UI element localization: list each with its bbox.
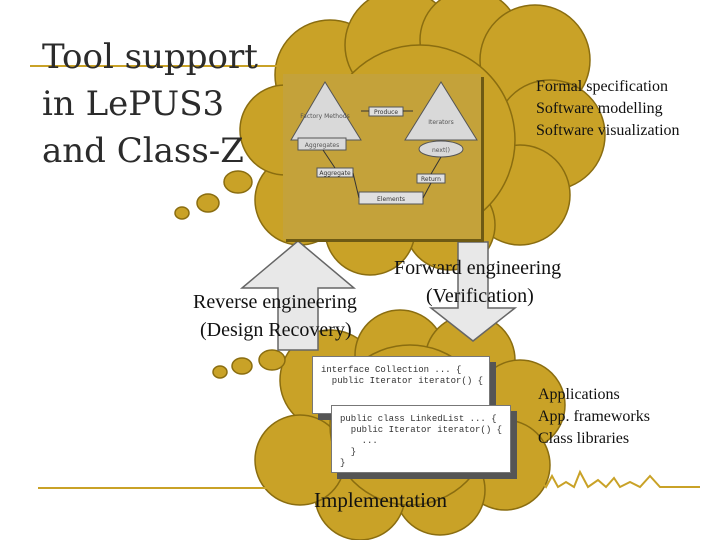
code-block-interface: interface Collection ... { public Iterat… <box>312 356 490 414</box>
svg-text:Iterators: Iterators <box>428 119 454 126</box>
svg-text:Aggregate: Aggregate <box>319 170 351 177</box>
skyline-decoration <box>529 469 700 489</box>
factory-triangle <box>290 81 362 141</box>
impl-item: App. frameworks <box>538 408 650 425</box>
bottom-rule <box>38 487 310 489</box>
thought-bubbles <box>174 170 253 220</box>
code-text: public class LinkedList ... { public Ite… <box>340 414 503 468</box>
svg-text:Aggregates: Aggregates <box>305 142 339 149</box>
forward-label-line1: Forward engineering <box>394 257 562 279</box>
spec-item: Software modelling <box>536 100 663 117</box>
spec-item: Software visualization <box>536 122 680 139</box>
lepus-diagram: Factory Methods Iterators Produce Aggreg… <box>290 81 478 205</box>
reverse-label-line2: (Design Recovery) <box>200 319 352 341</box>
spec-list: Formal specification Software modelling … <box>536 76 680 142</box>
reverse-label-line1: Reverse engineering <box>193 291 357 313</box>
svg-text:Elements: Elements <box>377 196 405 203</box>
thought-bubbles-bottom <box>212 349 286 379</box>
spec-item: Formal specification <box>536 78 668 95</box>
slide-title: Tool support in LePUS3 and Class-Z <box>42 37 258 171</box>
iterators-triangle <box>404 81 478 141</box>
implementation-label: Implementation <box>314 488 447 512</box>
top-rule <box>30 65 280 67</box>
impl-item: Applications <box>538 386 620 403</box>
svg-text:Return: Return <box>421 176 441 183</box>
forward-label-line2: (Verification) <box>426 285 534 307</box>
code-text: interface Collection ... { public Iterat… <box>321 365 484 386</box>
svg-text:next(): next() <box>432 147 450 154</box>
reverse-arrow <box>239 240 357 351</box>
forward-arrow <box>428 241 518 342</box>
svg-text:Factory Methods: Factory Methods <box>300 113 349 120</box>
code-block-class: public class LinkedList ... { public Ite… <box>331 405 511 473</box>
svg-text:Produce: Produce <box>374 109 398 116</box>
impl-list: Applications App. frameworks Class libra… <box>538 384 650 450</box>
impl-item: Class libraries <box>538 430 630 447</box>
